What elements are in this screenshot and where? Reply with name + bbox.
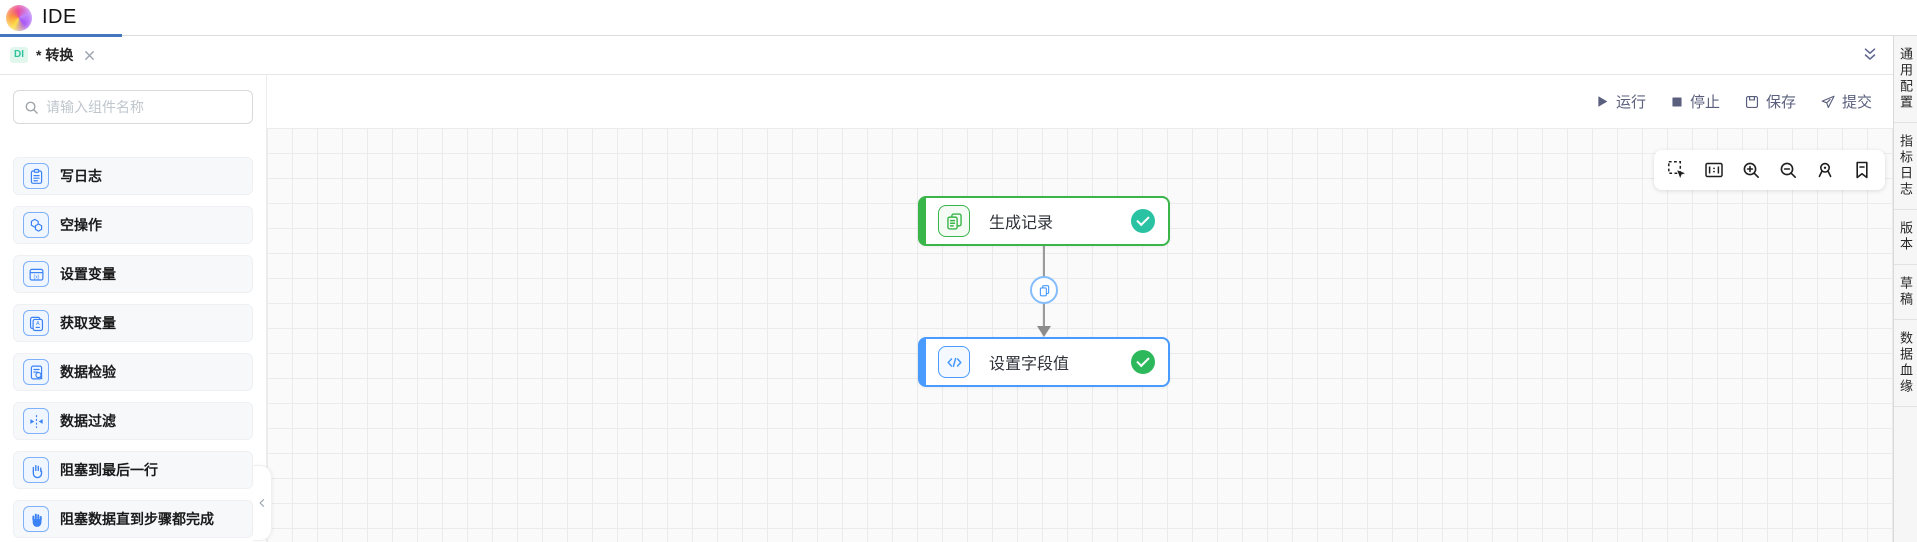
zoom-in-icon[interactable] xyxy=(1741,160,1761,180)
node-label: 生成记录 xyxy=(989,215,1054,232)
search-icon xyxy=(25,101,38,114)
tab-transform[interactable]: DI * 转换 xyxy=(10,45,96,65)
success-check-icon xyxy=(1131,209,1155,233)
chevron-double-down-icon xyxy=(1864,48,1876,60)
right-tab-data-lineage[interactable]: 数据血缘 xyxy=(1894,320,1917,407)
save-button[interactable]: 保存 xyxy=(1744,91,1796,112)
chevron-left-icon xyxy=(259,499,265,507)
component-list: 写日志 空操作 xyxy=(0,157,266,538)
component-get-variable[interactable]: A 获取变量 xyxy=(13,304,253,342)
component-set-variable[interactable]: (x) 设置变量 xyxy=(13,255,253,293)
write-log-icon xyxy=(23,163,49,189)
component-write-log[interactable]: 写日志 xyxy=(13,157,253,195)
save-label: 保存 xyxy=(1765,94,1796,111)
collapse-tabs-control[interactable] xyxy=(1861,46,1879,64)
set-variable-icon: (x) xyxy=(23,261,49,287)
right-tab-version[interactable]: 版本 xyxy=(1894,210,1917,265)
component-label: 空操作 xyxy=(60,217,102,233)
app-header: IDE xyxy=(0,0,1917,37)
run-button[interactable]: 运行 xyxy=(1595,91,1646,112)
block-last-row-icon xyxy=(23,457,49,483)
copy-rows-icon[interactable] xyxy=(1030,276,1058,304)
submit-button[interactable]: 提交 xyxy=(1820,91,1872,112)
data-filter-icon xyxy=(23,408,49,434)
component-block-last-row[interactable]: 阻塞到最后一行 xyxy=(13,451,253,489)
component-search[interactable] xyxy=(13,90,253,124)
component-label: 获取变量 xyxy=(60,315,116,331)
fit-view-icon[interactable] xyxy=(1704,160,1724,180)
flow-actions-toolbar: 运行 停止 保存 xyxy=(267,75,1893,128)
save-icon xyxy=(1745,95,1759,108)
node-set-field-value[interactable]: 设置字段值 xyxy=(918,337,1170,387)
get-variable-icon: A xyxy=(23,310,49,336)
svg-text:(x): (x) xyxy=(33,274,39,280)
block-until-done-icon xyxy=(23,506,49,532)
edge-arrow-icon xyxy=(1037,326,1051,337)
active-tab-indicator xyxy=(0,34,122,37)
node-generate-records[interactable]: 生成记录 xyxy=(918,196,1170,246)
tab-bar: DI * 转换 xyxy=(0,36,1893,75)
success-check-icon xyxy=(1131,350,1155,374)
component-sidebar: 写日志 空操作 xyxy=(0,75,267,542)
component-no-op[interactable]: 空操作 xyxy=(13,206,253,244)
flow-canvas[interactable]: 生成记录 设置字段值 xyxy=(267,128,1893,542)
stop-label: 停止 xyxy=(1689,94,1720,111)
component-label: 写日志 xyxy=(60,168,102,184)
play-icon xyxy=(1598,96,1608,107)
component-label: 阻塞到最后一行 xyxy=(60,462,158,478)
tab-title: * 转换 xyxy=(36,47,74,63)
search-input[interactable] xyxy=(46,99,242,115)
right-panel-tabs: 通用配置 指标日志 版本 草稿 数据血缘 xyxy=(1893,36,1917,542)
right-tab-metrics-log[interactable]: 指标日志 xyxy=(1894,123,1917,210)
app-title: IDE xyxy=(42,6,77,28)
bookmark-icon[interactable] xyxy=(1852,160,1872,180)
locate-icon[interactable] xyxy=(1815,160,1835,180)
zoom-out-icon[interactable] xyxy=(1778,160,1798,180)
send-icon xyxy=(1821,95,1835,108)
work-area: 运行 停止 保存 xyxy=(267,75,1893,542)
data-validate-icon xyxy=(23,359,49,385)
app-logo-icon xyxy=(6,4,32,31)
canvas-toolbar xyxy=(1654,150,1885,190)
no-op-icon xyxy=(23,212,49,238)
component-data-validate[interactable]: 数据检验 xyxy=(13,353,253,391)
stop-icon xyxy=(1672,96,1682,107)
submit-label: 提交 xyxy=(1841,94,1872,111)
run-label: 运行 xyxy=(1615,94,1646,111)
component-label: 阻塞数据直到步骤都完成 xyxy=(60,511,214,527)
sidebar-collapse-handle[interactable] xyxy=(253,465,272,541)
tab-close-icon[interactable] xyxy=(83,49,96,62)
component-label: 数据检验 xyxy=(60,364,116,380)
right-tab-general-config[interactable]: 通用配置 xyxy=(1894,36,1917,123)
svg-text:A: A xyxy=(35,321,39,327)
component-block-until-done[interactable]: 阻塞数据直到步骤都完成 xyxy=(13,500,253,538)
component-label: 设置变量 xyxy=(60,266,116,282)
component-label: 数据过滤 xyxy=(60,413,116,429)
component-data-filter[interactable]: 数据过滤 xyxy=(13,402,253,440)
set-field-value-icon xyxy=(938,346,970,378)
node-label: 设置字段值 xyxy=(989,356,1070,373)
tab-di-badge: DI xyxy=(10,47,28,63)
generate-records-icon xyxy=(938,205,970,237)
right-tab-draft[interactable]: 草稿 xyxy=(1894,265,1917,320)
stop-button[interactable]: 停止 xyxy=(1670,91,1720,112)
marquee-select-icon[interactable] xyxy=(1667,160,1687,180)
